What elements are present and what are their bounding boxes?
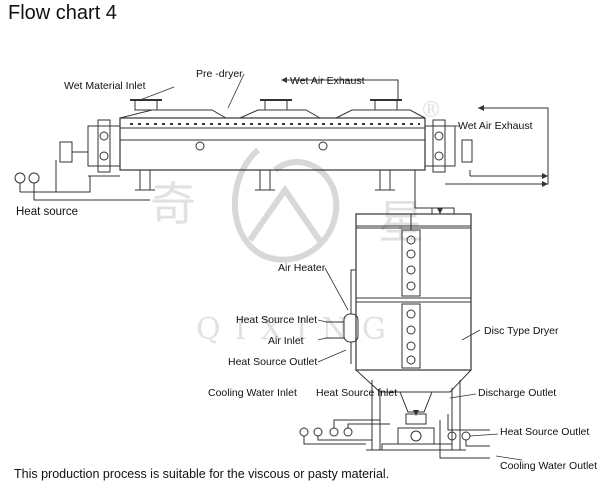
label-heat-source-outlet-mid: Heat Source Outlet	[228, 356, 318, 368]
pre-dryer-right-drive	[424, 119, 473, 173]
heat-source-piping	[14, 160, 150, 201]
label-pre-dryer: Pre -dryer	[196, 68, 243, 80]
footnote: This production process is suitable for …	[14, 467, 390, 481]
watermark-logo	[231, 147, 340, 263]
bottom-piping	[299, 414, 490, 459]
air-heater	[326, 269, 359, 364]
pre-dryer-body	[119, 99, 426, 191]
watermark-registered-mark: ®	[420, 98, 442, 123]
label-disc-type-dryer: Disc Type Dryer	[484, 325, 559, 337]
label-heat-source-inlet-bottom: Heat Source Inlet	[316, 387, 398, 399]
label-heat-source: Heat source	[16, 206, 79, 218]
transfer-chute	[414, 170, 441, 214]
discharge-and-motor	[381, 391, 453, 451]
flow-arrows	[281, 77, 548, 416]
watermark-left-char: 奇	[150, 177, 196, 231]
label-wet-air-exhaust-top: Wet Air Exhaust	[290, 75, 365, 87]
watermark-right-char: 星	[378, 195, 424, 249]
pre-dryer-left-drive	[59, 119, 121, 177]
label-heat-source-outlet-right: Heat Source Outlet	[500, 426, 590, 438]
label-heat-source-inlet-mid: Heat Source Inlet	[236, 314, 318, 326]
label-air-heater: Air Heater	[278, 262, 326, 274]
label-cooling-water-outlet: Cooling Water Outlet	[500, 460, 598, 472]
label-discharge-outlet: Discharge Outlet	[478, 387, 557, 399]
label-air-inlet: Air Inlet	[268, 335, 304, 347]
page-title: Flow chart 4	[8, 2, 117, 24]
label-wet-air-exhaust-right: Wet Air Exhaust	[458, 120, 533, 132]
label-wet-material-inlet: Wet Material Inlet	[64, 80, 146, 92]
wet-air-exhaust-piping	[282, 79, 549, 185]
leader-lines	[139, 73, 523, 461]
label-cooling-water-inlet: Cooling Water Inlet	[208, 387, 297, 399]
